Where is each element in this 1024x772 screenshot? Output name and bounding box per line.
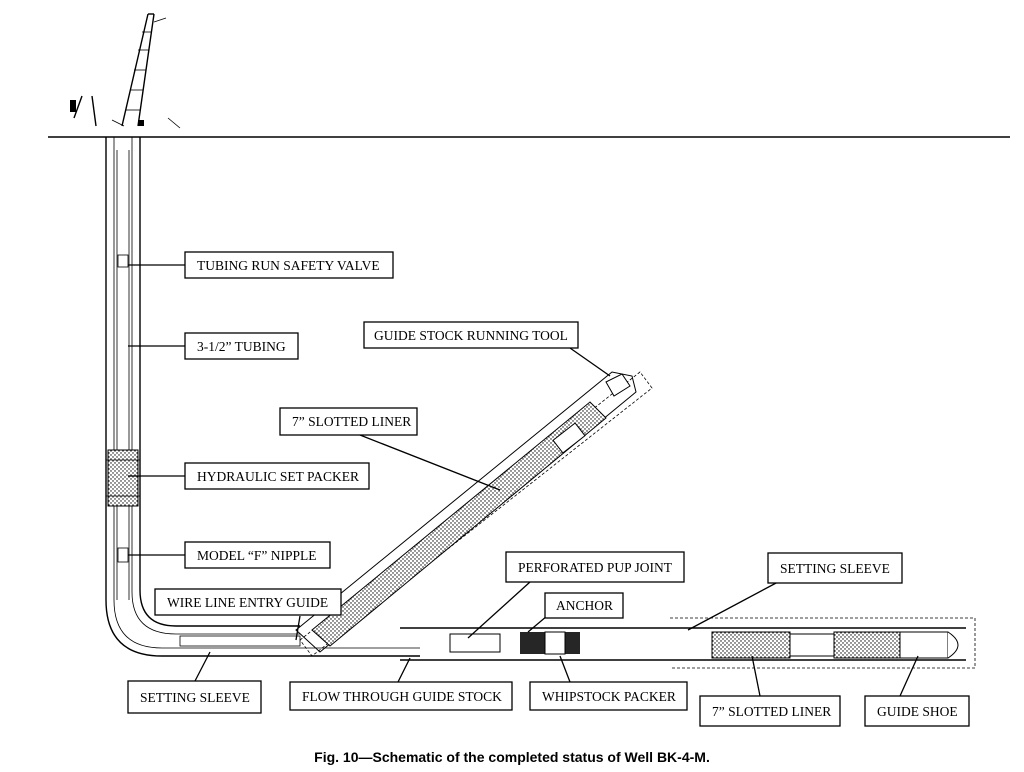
figure-caption: Fig. 10—Schematic of the completed statu… xyxy=(314,749,710,765)
svg-text:ANCHOR: ANCHOR xyxy=(556,598,613,613)
svg-text:MODEL “F” NIPPLE: MODEL “F” NIPPLE xyxy=(197,548,317,563)
label-wire-line-entry-guide: WIRE LINE ENTRY GUIDE xyxy=(154,588,342,616)
svg-text:SETTING SLEEVE: SETTING SLEEVE xyxy=(140,690,250,705)
label-tubing: 3-1/2” TUBING xyxy=(184,332,299,360)
svg-text:WIRE LINE ENTRY GUIDE: WIRE LINE ENTRY GUIDE xyxy=(167,595,328,610)
label-tubing-safety-valve: TUBING RUN SAFETY VALVE xyxy=(184,251,394,279)
label-perforated-pup-joint: PERFORATED PUP JOINT xyxy=(505,551,685,583)
label-slotted-liner-lower: 7” SLOTTED LINER xyxy=(699,695,841,727)
svg-text:HYDRAULIC SET PACKER: HYDRAULIC SET PACKER xyxy=(197,469,359,484)
main-wellbore xyxy=(105,137,420,657)
svg-text:7” SLOTTED LINER: 7” SLOTTED LINER xyxy=(292,414,411,429)
label-setting-sleeve-right: SETTING SLEEVE xyxy=(767,552,903,584)
label-whipstock-packer: WHIPSTOCK PACKER xyxy=(529,681,688,711)
drilling-rig-icon xyxy=(70,13,181,129)
svg-text:GUIDE STOCK RUNNING TOOL: GUIDE STOCK RUNNING TOOL xyxy=(374,328,568,343)
svg-text:WHIPSTOCK PACKER: WHIPSTOCK PACKER xyxy=(542,689,676,704)
lower-lateral xyxy=(400,617,976,669)
label-model-f-nipple: MODEL “F” NIPPLE xyxy=(184,541,331,569)
upper-lateral xyxy=(295,371,653,657)
label-guide-stock-running-tool: GUIDE STOCK RUNNING TOOL xyxy=(363,321,579,349)
svg-text:7” SLOTTED LINER: 7” SLOTTED LINER xyxy=(712,704,831,719)
svg-text:FLOW THROUGH GUIDE STOCK: FLOW THROUGH GUIDE STOCK xyxy=(302,689,502,704)
svg-text:GUIDE SHOE: GUIDE SHOE xyxy=(877,704,958,719)
label-slotted-liner-upper: 7” SLOTTED LINER xyxy=(279,407,418,436)
leader-lines xyxy=(128,264,919,697)
label-hydraulic-set-packer: HYDRAULIC SET PACKER xyxy=(184,462,370,490)
label-anchor: ANCHOR xyxy=(544,592,624,619)
label-guide-shoe: GUIDE SHOE xyxy=(864,695,970,727)
label-flow-through-guide-stock: FLOW THROUGH GUIDE STOCK xyxy=(289,681,513,711)
svg-text:3-1/2” TUBING: 3-1/2” TUBING xyxy=(197,339,286,354)
svg-text:SETTING SLEEVE: SETTING SLEEVE xyxy=(780,561,890,576)
label-setting-sleeve-left: SETTING SLEEVE xyxy=(127,680,262,714)
svg-text:PERFORATED PUP JOINT: PERFORATED PUP JOINT xyxy=(518,560,673,575)
svg-text:TUBING RUN SAFETY VALVE: TUBING RUN SAFETY VALVE xyxy=(197,258,380,273)
